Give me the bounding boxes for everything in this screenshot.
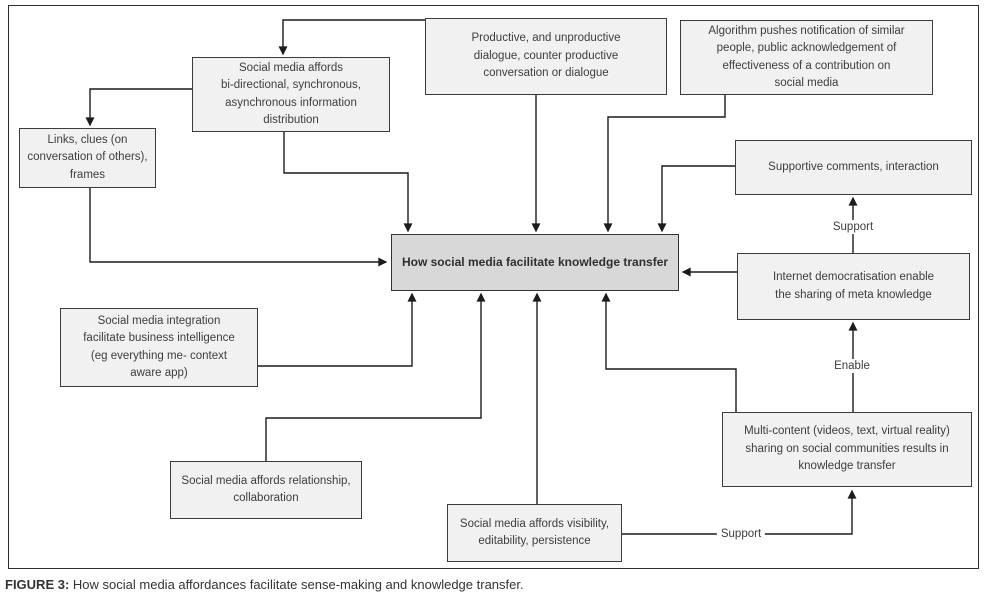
- node-links-clues-frames: Links, clues (on conversation of others)…: [19, 128, 156, 188]
- node-visibility-editability: Social media affords visibility, editabi…: [447, 504, 622, 562]
- node-relationship-collaboration: Social media affords relationship, colla…: [170, 461, 362, 519]
- node-business-intelligence: Social media integration facilitate busi…: [60, 308, 258, 387]
- node-internet-democratisation: Internet democratisation enable the shar…: [737, 253, 970, 320]
- edge-label-enable: Enable: [830, 359, 874, 373]
- node-center-knowledge-transfer: How social media facilitate knowledge tr…: [391, 234, 679, 291]
- node-algorithm-notification: Algorithm pushes notification of similar…: [680, 20, 933, 95]
- figure-caption-label: FIGURE 3:: [5, 577, 70, 592]
- node-bidirectional-information: Social media affords bi-directional, syn…: [192, 57, 390, 132]
- figure-caption: FIGURE 3: How social media affordances f…: [5, 577, 524, 592]
- node-multi-content-sharing: Multi-content (videos, text, virtual rea…: [722, 412, 972, 487]
- edge-label-support-lower: Support: [716, 527, 766, 541]
- node-supportive-comments: Supportive comments, interaction: [735, 140, 972, 195]
- figure-caption-text: How social media affordances facilitate …: [72, 577, 524, 592]
- edge-label-support-upper: Support: [828, 220, 878, 234]
- node-productive-dialogue: Productive, and unproductive dialogue, c…: [425, 18, 667, 95]
